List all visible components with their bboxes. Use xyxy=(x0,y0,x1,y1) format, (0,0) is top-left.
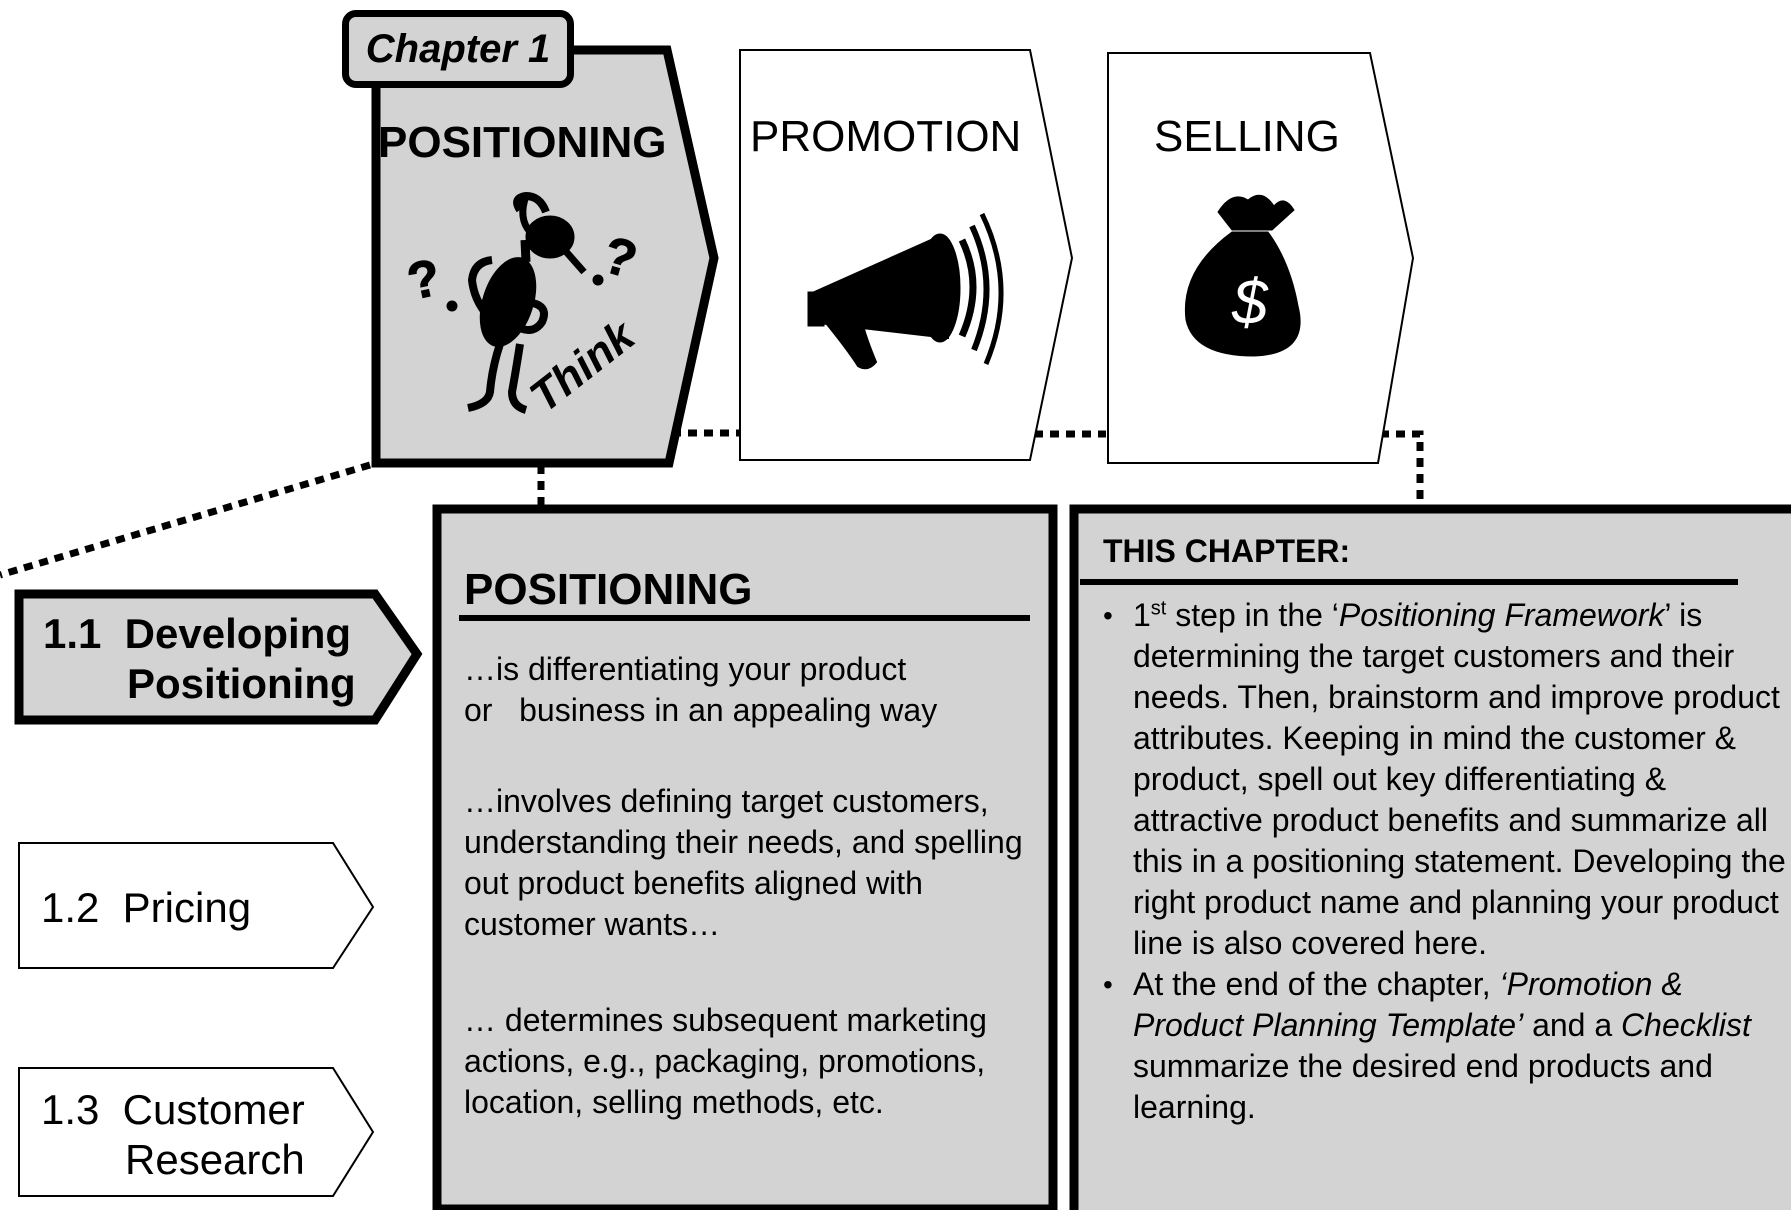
stage-positioning-title: POSITIONING xyxy=(378,118,667,167)
stage-promotion-title: PROMOTION xyxy=(750,112,1022,161)
money-bag-icon: $ xyxy=(1184,194,1301,357)
section-1-3-label[interactable]: 1.3 Customer Research xyxy=(41,1085,305,1185)
section-1-3-chevron xyxy=(18,1067,375,1197)
ordinal-suffix: st xyxy=(1150,597,1167,620)
bullet-marker: • xyxy=(1103,969,1113,1000)
section-1-3-line1: Customer xyxy=(122,1086,305,1133)
stage-selling-title: SELLING xyxy=(1154,112,1340,161)
connector-selling-to-summary xyxy=(1380,430,1424,500)
chapter-label: Chapter 1 xyxy=(365,27,551,71)
section-1-2-line1: Pricing xyxy=(122,884,252,931)
summary-bullet-2: • At the end of the chapter, ‘Promotion &… xyxy=(1103,964,1788,1128)
summary-heading: THIS CHAPTER: xyxy=(1103,533,1351,569)
bullet-2-text-mid: and a xyxy=(1523,1007,1622,1043)
section-1-2-number: 1.2 xyxy=(41,884,100,931)
section-1-2-chevron xyxy=(18,842,375,969)
bullet-marker: • xyxy=(1103,600,1113,631)
template-name: ‘Promotion & Product Planning Template’ xyxy=(1133,966,1683,1043)
bullet-2-text-end: summarize the desired end products and l… xyxy=(1133,1048,1713,1125)
megaphone-icon xyxy=(807,212,1004,370)
checklist-name: Checklist xyxy=(1621,1007,1751,1043)
definition-paragraph-2: …involves defining target customers, und… xyxy=(464,783,1023,942)
section-1-1-number: 1.1 xyxy=(43,610,102,657)
svg-text:$: $ xyxy=(1231,266,1269,338)
summary-bullet-1: • 1st step in the ‘Positioning Framework’… xyxy=(1103,595,1788,964)
summary-bullet-list: • 1st step in the ‘Positioning Framework’… xyxy=(1103,595,1788,1128)
definition-box xyxy=(432,504,1058,1210)
connector-positioning-to-section xyxy=(0,461,371,579)
bullet-2-text-start: At the end of the chapter, xyxy=(1133,966,1500,1002)
chapter-tab: Chapter 1 xyxy=(342,10,574,88)
section-1-1-line1: Developing xyxy=(124,610,352,657)
section-1-1-label[interactable]: 1.1 Developing Positioning xyxy=(43,609,356,709)
framework-name: Positioning Framework xyxy=(1338,597,1665,633)
definition-heading: POSITIONING xyxy=(464,565,753,614)
bullet-1-text-end: ’ is determining the target customers an… xyxy=(1133,597,1786,961)
section-1-3-line2: Research xyxy=(125,1136,305,1183)
thinking-figure-icon: ? ? xyxy=(402,191,644,414)
bullet-1-text-start: step in the ‘ xyxy=(1166,597,1339,633)
section-1-1-chevron xyxy=(14,589,423,725)
section-1-2-label[interactable]: 1.2 Pricing xyxy=(41,883,251,933)
section-1-1-line2: Positioning xyxy=(127,660,356,707)
section-1-3-number: 1.3 xyxy=(41,1086,100,1133)
summary-box xyxy=(1069,504,1791,1210)
definition-paragraph-1: …is differentiating your product or busi… xyxy=(464,651,938,728)
definition-paragraph-3: … determines subsequent marketing action… xyxy=(464,1002,987,1120)
ordinal-number: 1 xyxy=(1133,597,1151,633)
